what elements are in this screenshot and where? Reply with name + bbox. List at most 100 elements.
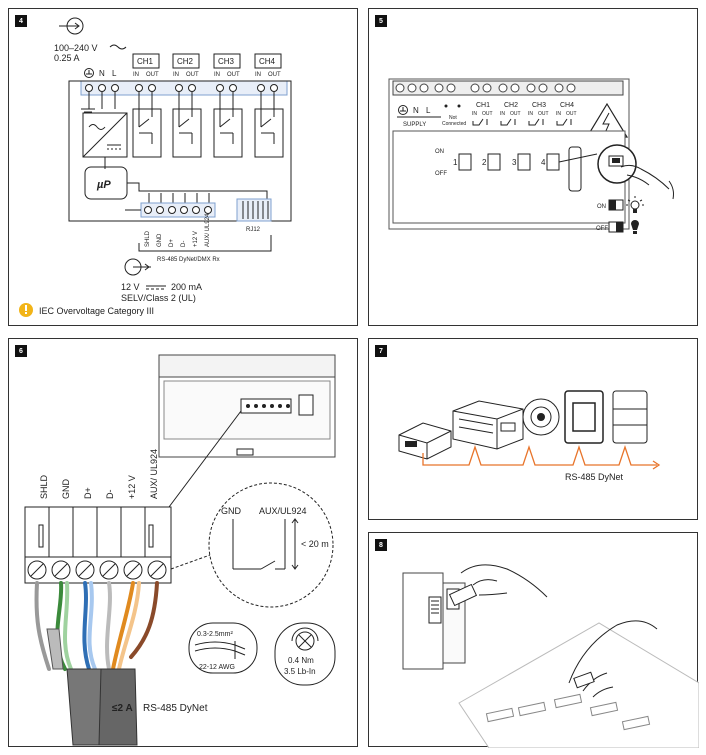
svg-text:IN: IN <box>214 72 220 78</box>
device-top-view <box>158 354 336 458</box>
panel-5-switch-settings: 5 N L SUPPLY Not Connected CH1 CH2 CH3 <box>368 8 698 326</box>
terminal-n: N <box>413 106 419 115</box>
off-label: OFF <box>435 171 447 177</box>
rj12-label: RJ12 <box>246 227 261 233</box>
svg-text:OUT: OUT <box>186 72 199 78</box>
wire-strip-icon <box>188 622 258 674</box>
panel-6-bus-wiring: 6 SHLD GND D+ D- +12 V AUX/ UL924 <box>8 338 358 747</box>
switch-off-icon <box>608 221 624 233</box>
detail-gnd-label: GND <box>221 506 242 516</box>
terminal-block <box>24 506 172 584</box>
detail-aux-label: AUX/UL924 <box>259 506 307 516</box>
fuse-rating: ≤2 A <box>112 703 133 714</box>
panel-4-wiring-diagram: 4 100–240 V 0.25 A N L CH1 CH2 CH3 CH4 I… <box>8 8 358 326</box>
lamp-off-icon <box>631 220 639 234</box>
panel-7-network: 7 RS-485 DyNet <box>368 338 698 520</box>
svg-text:IN: IN <box>556 111 561 117</box>
legend-on-label: ON <box>597 204 606 210</box>
panel-7-drawing: RS-485 DyNet <box>398 390 661 482</box>
panel-6-drawing: SHLD GND D+ D- +12 V AUX/ UL924 <box>24 354 336 746</box>
dc-output-symbol-icon <box>124 258 151 276</box>
detail-switch-contact <box>232 518 299 570</box>
detail-length: < 20 m <box>301 539 329 549</box>
power-supply-block <box>81 92 128 169</box>
not-connected-line1: Not <box>449 115 457 121</box>
output-voltage: 12 V <box>121 282 140 292</box>
bus-caption: RS-485 DyNet/DMX Rx <box>157 257 220 263</box>
panel-number: 6 <box>15 345 27 357</box>
svg-text:IN: IN <box>133 72 139 78</box>
detail-pointer <box>170 554 211 570</box>
switch-1 <box>458 153 472 171</box>
dip-switches[interactable]: 1 2 3 4 <box>453 153 560 171</box>
svg-text:IN: IN <box>500 111 505 117</box>
switch-2 <box>487 153 501 171</box>
ac-wave-icon <box>109 44 127 50</box>
ch3-label: CH3 <box>218 57 235 66</box>
zoom-hand-illustration <box>597 144 674 200</box>
svg-text:CH2: CH2 <box>504 102 518 109</box>
terminal-aux: AUX/ UL924 <box>149 449 159 499</box>
terminal-l: L <box>112 69 117 78</box>
bus-label: RS-485 DyNet <box>143 703 208 714</box>
svg-text:IN: IN <box>173 72 179 78</box>
bus-wires <box>34 581 159 671</box>
switch-4 <box>546 153 560 171</box>
svg-text:CH3: CH3 <box>532 102 546 109</box>
terminal-screws <box>392 80 624 96</box>
not-connected-line2: Connected <box>442 121 466 127</box>
svg-text:µP: µP <box>96 179 111 191</box>
switch-1-label: 1 <box>453 158 458 167</box>
cover-latch <box>568 146 582 192</box>
svg-text:OUT: OUT <box>268 72 281 78</box>
terminal-l: L <box>426 106 431 115</box>
svg-text:OUT: OUT <box>510 111 521 117</box>
sensor-disc-icon <box>522 398 560 436</box>
terminal-d-plus: D+ <box>83 487 93 499</box>
torque-icon <box>274 622 336 686</box>
panel-number: 8 <box>375 539 387 551</box>
switch-3-label: 3 <box>512 158 517 167</box>
enclosure-outline <box>68 80 292 222</box>
bus-terminal-gnd: GND <box>157 233 163 247</box>
svg-text:OUT: OUT <box>227 72 240 78</box>
detail-circle <box>208 482 334 608</box>
keypad-small-icon <box>564 390 604 444</box>
panel-number: 4 <box>15 15 27 27</box>
warning-icon <box>19 303 33 317</box>
hand-peeling-label-icon <box>568 620 658 698</box>
microprocessor-block: µP <box>84 166 268 205</box>
legend-off-label: OFF <box>596 226 608 232</box>
din-controller-icon <box>452 400 524 450</box>
zoom-line <box>168 410 242 508</box>
lamp-on-icon <box>626 196 644 213</box>
switch-on-icon <box>608 199 624 211</box>
on-label: ON <box>435 149 444 155</box>
supply-label: SUPPLY <box>403 122 426 128</box>
bus-terminal-strip <box>125 198 272 222</box>
bus-terminal-shld: SHLD <box>145 230 151 247</box>
panel-8-drawing <box>402 564 699 748</box>
bus-terminal-d-plus: D+ <box>169 239 175 247</box>
earth-symbol-icon <box>398 105 408 115</box>
device-side-view <box>402 572 466 670</box>
selv-class: SELV/Class 2 (UL) <box>121 293 196 303</box>
bus-terminal-aux: AUX/ UL924 <box>205 213 211 247</box>
torque-nm: 0.4 Nm <box>288 656 314 665</box>
svg-text:OUT: OUT <box>146 72 159 78</box>
ac-supply-symbol-icon <box>59 17 84 35</box>
iec-note: IEC Overvoltage Category III <box>39 306 154 316</box>
svg-text:CH4: CH4 <box>560 102 574 109</box>
output-current: 200 mA <box>171 282 202 292</box>
bus-terminal-12v: +12 V <box>193 231 199 247</box>
svg-text:IN: IN <box>472 111 477 117</box>
bus-label: RS-485 DyNet <box>565 472 624 482</box>
relay-blocks <box>132 92 284 158</box>
switch-2-label: 2 <box>482 158 487 167</box>
svg-text:IN: IN <box>528 111 533 117</box>
svg-text:CH1: CH1 <box>476 102 490 109</box>
terminal-gnd: GND <box>61 479 71 500</box>
